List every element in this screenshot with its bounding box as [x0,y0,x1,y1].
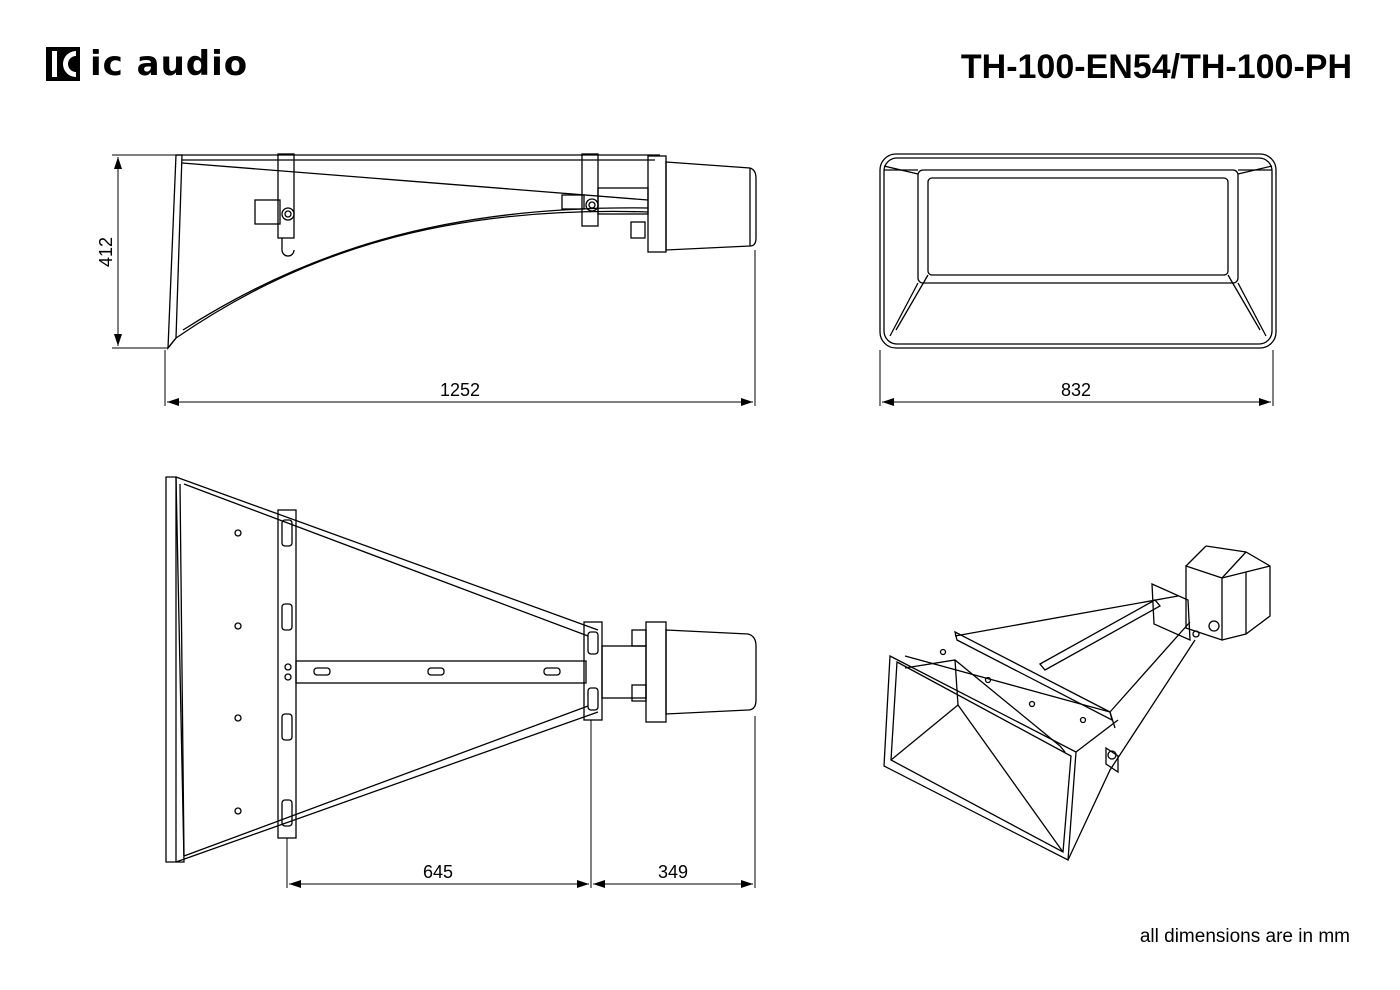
ic-audio-logo-icon [46,47,80,81]
model-title: TH-100-EN54/TH-100-PH [960,48,1352,86]
brand-logo: ic audio [46,46,248,82]
side-view-dimensions [112,154,756,406]
dim-bracket-span: 645 [423,862,453,882]
front-view [879,153,1277,349]
top-view [165,476,757,863]
front-view-dimensions [879,350,1274,406]
brand-name: ic audio [90,44,249,84]
units-note: all dimensions are in mm [1139,926,1350,947]
dim-front-width: 832 [1061,380,1091,400]
dim-driver-span: 349 [658,862,688,882]
isometric-view [883,545,1271,862]
side-view [167,153,757,350]
dim-side-length: 1252 [440,380,480,400]
dim-side-height: 412 [96,237,116,267]
top-view-dimensions [286,716,756,888]
